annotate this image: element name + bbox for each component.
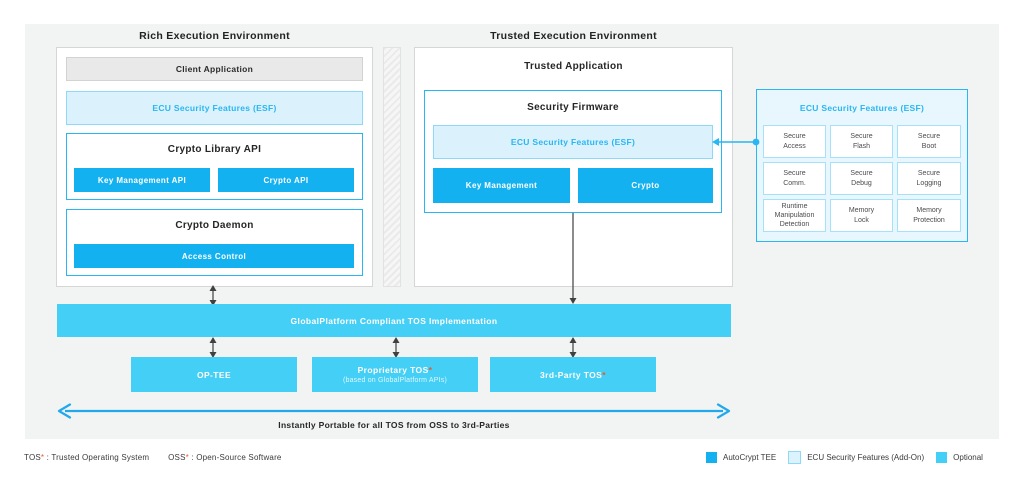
legend-item-autocrypt-tee: AutoCrypt TEE (706, 452, 776, 463)
third-party-tos-box: 3rd-Party TOS* (490, 357, 656, 392)
key-management-box: Key Management (433, 168, 570, 203)
key-management-api-box: Key Management API (74, 168, 210, 192)
proprietary-tos-label: Proprietary TOS* (357, 365, 433, 375)
crypto-api-box: Crypto API (218, 168, 354, 192)
legend-item-esf-addon: ECU Security Features (Add-On) (788, 451, 924, 464)
legend: AutoCrypt TEE ECU Security Features (Add… (706, 451, 983, 464)
crypto-library-api-title: Crypto Library API (167, 144, 262, 155)
third-party-tos-label: 3rd-Party TOS* (540, 369, 606, 380)
ree-title: Rich Execution Environment (139, 30, 290, 42)
tee-title: Trusted Execution Environment (490, 30, 657, 42)
bar-optee-arrow (209, 337, 217, 358)
crypto-box: Crypto (578, 168, 713, 203)
trusted-application-title: Trusted Application (524, 61, 623, 72)
proprietary-tos-box: Proprietary TOS* (based on GlobalPlatfor… (312, 357, 478, 392)
security-firmware-title: Security Firmware (527, 102, 619, 113)
feature-memory-lock: Memory Lock (830, 199, 893, 232)
op-tee-box: OP-TEE (131, 357, 297, 392)
esf-panel-title: ECU Security Features (ESF) (799, 103, 925, 113)
feature-secure-flash: Secure Flash (830, 125, 893, 158)
optional-swatch (936, 452, 948, 463)
autocrypt-tee-swatch (706, 452, 717, 463)
tee-esf-box: ECU Security Features (ESF) (433, 125, 713, 159)
feature-secure-comm: Secure Comm. (763, 162, 826, 195)
bar-proprietary-arrow (392, 337, 400, 358)
op-tee-label: OP-TEE (196, 369, 232, 380)
ree-esf-box: ECU Security Features (ESF) (66, 91, 363, 125)
legend-item-optional: Optional (936, 452, 983, 463)
tee-bar-arrow (569, 213, 577, 304)
footer-note-tos: TOS* : Trusted Operating System (24, 453, 150, 462)
proprietary-tos-subtitle: (based on GlobalPlatform APIs) (342, 377, 448, 384)
esf-addon-swatch (788, 451, 802, 464)
feature-runtime-manipulation-detection: Runtime Manipulation Detection (763, 199, 826, 232)
access-control-box: Access Control (74, 244, 354, 268)
ree-bar-arrow (209, 285, 217, 306)
feature-secure-access: Secure Access (763, 125, 826, 158)
feature-memory-protection: Memory Protection (897, 199, 961, 232)
crypto-daemon-title: Crypto Daemon (175, 220, 254, 231)
feature-secure-debug: Secure Debug (830, 162, 893, 195)
client-application-box: Client Application (66, 57, 363, 81)
footer-notes: TOS* : Trusted Operating System OSS* : O… (24, 453, 282, 462)
footer-note-oss: OSS* : Open-Source Software (168, 453, 282, 462)
ree-tee-divider (383, 47, 401, 287)
portable-label: Instantly Portable for all TOS from OSS … (278, 420, 510, 430)
feature-secure-boot: Secure Boot (897, 125, 961, 158)
portable-range-arrow (57, 403, 731, 419)
feature-secure-logging: Secure Logging (897, 162, 961, 195)
globalplatform-bar: GlobalPlatform Compliant TOS Implementat… (57, 304, 731, 337)
esf-connector-arrow (712, 138, 760, 146)
bar-thirdparty-arrow (569, 337, 577, 358)
